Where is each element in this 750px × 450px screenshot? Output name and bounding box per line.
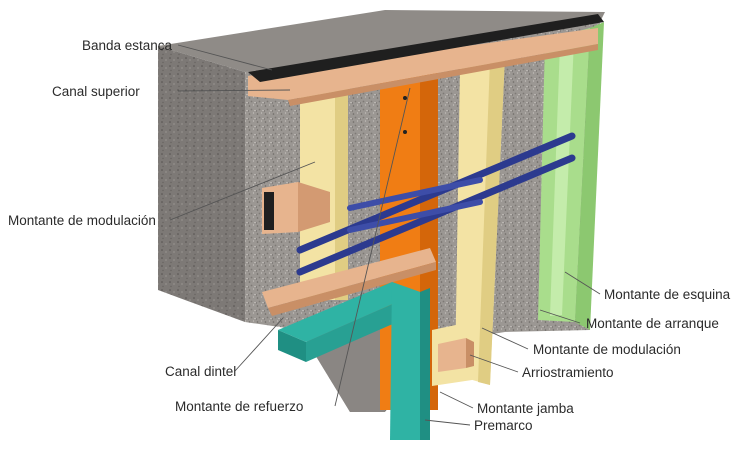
esquina-web [575, 22, 604, 330]
montante-jamba [432, 322, 474, 386]
label-montante-esquina: Montante de esquina [604, 287, 731, 302]
leader-lines [169, 44, 601, 426]
label-arriostramiento: Arriostramiento [522, 365, 614, 380]
label-premarco: Premarco [474, 418, 533, 433]
label-montante-modulacion-left: Montante de modulación [8, 213, 156, 228]
leader-arranque [539, 309, 581, 324]
arriostramiento-bracket-side [466, 338, 474, 368]
angle-bracket-left [262, 182, 330, 234]
wall-front-face [158, 46, 245, 322]
canal-superior [248, 28, 598, 106]
leader-jamba [439, 391, 474, 409]
modulacion-right-shade [478, 55, 505, 385]
label-montante-arranque: Montante de arranque [586, 316, 719, 331]
canal-dintel [262, 248, 436, 316]
premarco-jamb-side [420, 288, 430, 440]
arriostramiento-bracket [438, 338, 466, 372]
leader-refuerzo [334, 87, 411, 407]
leader-canal-superior [177, 89, 291, 92]
bracing-rod-4 [347, 199, 483, 233]
label-canal-superior: Canal superior [52, 84, 140, 99]
bracket-left-pad [264, 192, 274, 230]
refuerzo-screw-2 [403, 130, 407, 134]
montante-esquina [538, 22, 604, 330]
bracing-rod-3 [347, 177, 483, 211]
leader-modulacion-left [169, 161, 316, 221]
leader-modulacion-right [481, 327, 529, 350]
refuerzo-screw-1 [403, 96, 407, 100]
label-canal-dintel: Canal dintel [165, 364, 236, 379]
label-montante-modulacion-right: Montante de modulación [533, 342, 681, 357]
labels: Banda estanca Canal superior Montante de… [8, 38, 731, 433]
canal-superior-front [248, 28, 598, 100]
bracing-rod-2 [296, 154, 576, 276]
leader-arriostramiento [469, 354, 519, 373]
modulacion-left-shade [335, 82, 348, 300]
leader-esquina [564, 271, 601, 295]
label-banda-estanca: Banda estanca [82, 38, 173, 53]
esquina-lip [550, 40, 574, 316]
premarco-head [278, 282, 420, 342]
canal-dintel-front [262, 248, 436, 308]
canal-dintel-side [268, 262, 436, 316]
montante-modulacion-right [455, 55, 505, 385]
canal-superior-side [288, 44, 598, 106]
premarco-head-underside [306, 292, 420, 362]
wall-top-face [158, 10, 605, 72]
label-montante-refuerzo: Montante de refuerzo [175, 399, 303, 414]
premarco-jamb [390, 282, 420, 440]
leader-banda-estanca [177, 44, 273, 71]
premarco-head-front [278, 330, 306, 362]
banda-estanca [248, 14, 604, 82]
leader-premarco [424, 419, 471, 426]
bracing-rod-1 [296, 132, 576, 254]
label-montante-jamba: Montante jamba [477, 401, 574, 416]
bracing-rods [296, 132, 576, 276]
leader-canal-dintel [234, 317, 284, 372]
bracket-left-side [298, 182, 330, 232]
premarco [278, 282, 430, 440]
